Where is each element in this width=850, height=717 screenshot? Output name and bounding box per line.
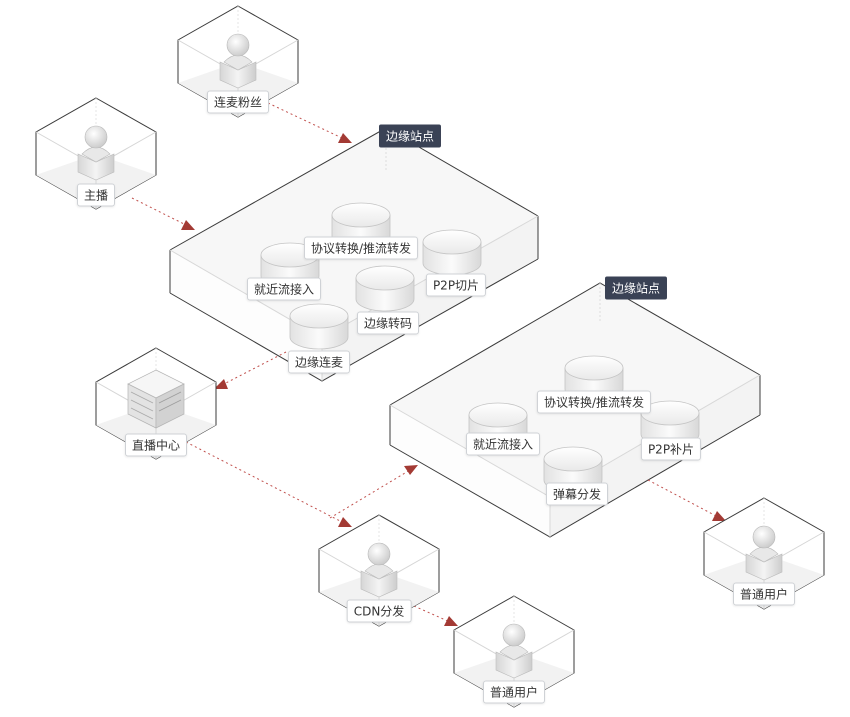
node-live-center [95, 347, 217, 460]
label-user-bottom: 普通用户 [482, 680, 546, 704]
arrow-head [338, 133, 352, 143]
edge-cdn-to-user [413, 605, 451, 623]
edge-anchor-to-site1 [131, 197, 187, 226]
label-protocol-2: 协议转换/推流转发 [536, 390, 652, 414]
label-danmaku-2: 弹幕分发 [545, 482, 609, 506]
label-user-right: 普通用户 [732, 582, 796, 606]
arrow-head [214, 379, 228, 389]
connectors [131, 102, 719, 623]
cylinder-transcode-1 [355, 265, 415, 312]
node-user-right [703, 497, 825, 610]
arrow-head [181, 220, 195, 230]
node-cdn [318, 514, 440, 627]
server-building-icon [127, 369, 185, 429]
arrow-heads [181, 133, 726, 626]
edge-site-2-tag: 边缘站点 [604, 276, 668, 300]
label-live-center: 直播中心 [124, 433, 188, 457]
label-transcode-1: 边缘转码 [356, 311, 420, 335]
label-protocol-1: 协议转换/推流转发 [303, 236, 419, 260]
node-lianmai-fans [177, 5, 299, 118]
edge-center-to-cdn [185, 441, 343, 523]
label-p2p-1: P2P切片 [425, 273, 487, 297]
person-icon [495, 623, 533, 679]
label-nearby-1: 就近流接入 [246, 277, 322, 301]
node-user-bottom [453, 595, 575, 708]
person-icon [77, 125, 115, 181]
node-anchor [35, 97, 157, 210]
person-icon [745, 525, 783, 581]
label-p2p-2: P2P补片 [640, 437, 702, 461]
edge-site1-to-center [221, 351, 287, 386]
edge-site-1-tag: 边缘站点 [378, 124, 442, 148]
person-icon [219, 33, 257, 89]
label-anchor: 主播 [76, 183, 116, 207]
label-lianmai-fans: 连麦粉丝 [206, 90, 270, 114]
person-icon [360, 542, 398, 598]
edge-cdn-to-site2 [329, 469, 411, 519]
cylinder-lianmai-1 [289, 303, 349, 350]
edge-site2-to-user [647, 479, 719, 518]
label-lianmai-1: 边缘连麦 [287, 350, 351, 374]
arrow-head [712, 511, 726, 521]
arrow-head [444, 616, 458, 626]
label-cdn: CDN分发 [346, 599, 412, 623]
arrow-head [404, 465, 418, 475]
arrow-head [338, 517, 352, 527]
label-nearby-2: 就近流接入 [465, 432, 541, 456]
edge-fans-to-site1 [267, 102, 343, 139]
cylinder-p2p-1 [422, 229, 482, 276]
